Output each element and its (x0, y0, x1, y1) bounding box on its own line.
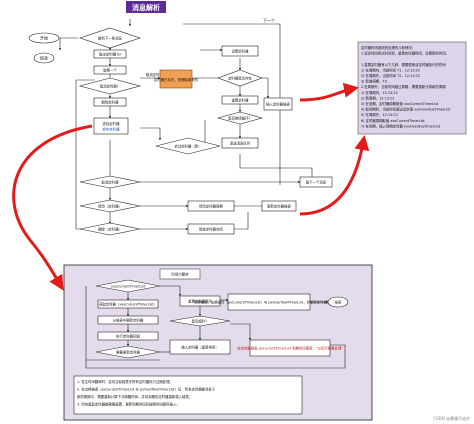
note-line: 1) 在周期内，当前时间 T1，12:13:22 (361, 67, 420, 72)
note-line: 3) 新增周期，T3 (361, 79, 387, 84)
title-block: 消息解析 (126, 1, 166, 13)
next-label: 下一个 (263, 18, 275, 23)
next-msg-box (299, 176, 333, 188)
loop-check-label: 是否继续循环？ (228, 116, 252, 121)
reset-timer-b: 重置定时器时间 (188, 299, 212, 304)
hit-timer-label: 命中定时器 (103, 127, 121, 132)
orange-note-label: 定时器已存在，则删除原来的 (154, 77, 199, 82)
note-line: 2) 在周期外，当前时间 T2，12:13:22 (361, 73, 420, 78)
modify-decision (79, 199, 141, 213)
mod-timer-box (187, 200, 235, 212)
note-line: 3) 在到期，定时器周期取值 xxxCurrentTimerList (361, 101, 439, 106)
reset-timer-label: 重置定时器 (232, 98, 250, 103)
red-arrow-top (299, 82, 359, 102)
del-timer-label: 释放定时器空间 (199, 227, 223, 232)
send-msg-label: 发送消息队列 (230, 141, 251, 146)
end-node (33, 52, 55, 64)
mod-timer-label: 修改定时器周期 (199, 204, 223, 209)
delete-timer-box (93, 97, 127, 107)
parse-next-decision (79, 27, 141, 49)
bottom-panel: 时间片翻转 xxxCurrentTimerList 获取定时器（xxxCurre… (63, 264, 373, 421)
remove-timer: 从链表中删除定时器 (113, 318, 144, 323)
insert-list-label: 插入定时器链表 (266, 102, 290, 107)
find-timer-label: 查找定时器 (103, 121, 121, 126)
reset-timer-box (221, 95, 259, 105)
start-node (28, 32, 60, 44)
start-node-label: 开始 (40, 35, 48, 41)
fetch-first-box (93, 65, 127, 75)
fetch-first-label: 取第一个 (103, 68, 117, 73)
switch-list: 切换链表，交换指针（pxCurrentTimerList）与 pxOverflo… (194, 300, 344, 305)
set-timer-label: 设置定时器 (232, 49, 250, 54)
fetch-timer-box (93, 49, 127, 59)
cancel-timer-decision (79, 175, 141, 189)
parse-next-label: 解析下一条消息 (98, 36, 122, 41)
cancel-check-label: 取消定时器？ (100, 84, 120, 89)
panel-title: 时间片翻转 (172, 272, 190, 277)
find-timer-box (93, 117, 129, 135)
end-node-label: 结束 (40, 55, 48, 61)
need-update: 需要更新定时器 (116, 350, 140, 355)
note-line: 1.设定时间到达时间到，重置定时器时间，设置新的时间。 (361, 51, 449, 56)
delete-timer-label: 删除定时器 (102, 100, 120, 105)
title-text: 消息解析 (132, 3, 160, 12)
modify-label: 修改（定时器） (98, 204, 122, 209)
fetch-timer-label: 取出定时器 ID (99, 52, 121, 57)
receive-msg-label: 启动定时器（新） (174, 144, 201, 149)
timer-exists-label: 定时器是否存在 (228, 76, 252, 81)
note-line: 1.重置定时器有以下几种，需要更新该定时器执行的时间 (361, 62, 446, 67)
bottom-note-line: 2. 在交换链表（pxCurrentTimerList 与 pxOverflow… (77, 387, 216, 392)
timer-list-label: xxxCurrentTimerList (111, 285, 146, 289)
note-line: 6) 定时器周期取值 xxxCurrentTimerList (361, 118, 425, 123)
delete-decision (79, 222, 141, 236)
receive-msg-decision (155, 137, 221, 155)
cancel-label: 取消定时器 (146, 72, 164, 77)
send-msg-box (221, 137, 259, 149)
bottom-note-line: 3. 所有重复定时器都需要重置，更新到期时间后按照时间顺序插入。 (77, 402, 180, 407)
watermark: CSDN @暴躁不退步 (433, 415, 470, 421)
del-timer-box (187, 223, 235, 235)
execute-timer: 执行定时器回调 (116, 334, 140, 339)
cancel-timer-decision-label: 取消定时器 (102, 180, 120, 185)
insert-list-b: 插入定时器（重新排序） (181, 345, 218, 350)
delete-label: 删除（定时器） (98, 227, 122, 232)
note-line: 定时器时间更新的处理有几种情况： (361, 45, 415, 50)
timer-exists-decision (217, 69, 263, 87)
next-msg-label: 取下一个消息 (306, 180, 327, 185)
red-arrow-mid (299, 135, 370, 216)
note-box: 定时器时间更新的处理有几种情况：1.设定时间到达时间到，重置定时器时间，设置新的… (357, 41, 467, 135)
note-line: 7) 在到期，插入到期定时器 xxxOverdueTimerList (361, 123, 441, 128)
done-note: 在定时器链表 pxCurrentTimerList 到期时间更新，"以后不需要处… (237, 346, 343, 351)
note-line: 1) 在周期内，12:13:22 (361, 90, 398, 95)
note-line: 5) 在周期外，12:13:22 (361, 112, 398, 117)
loop-check-decision (216, 111, 264, 125)
note-line: 2.在周期外，当前时间超过周期，需要重新计算新的周期 (361, 84, 446, 89)
cancel-check-decision (78, 77, 142, 95)
end-node-b: 结束 (335, 300, 342, 305)
note-line: 4) 取到期时，当前时间超过设定值 xxxOverdueTimerList (361, 107, 451, 112)
bottom-note-line: 1. 发生时间翻转时，会将当前链表中所有定时器执行过期处理。 (77, 379, 173, 384)
insert-list-box (263, 97, 293, 111)
red-arrow-left (12, 124, 93, 291)
set-timer-box (221, 45, 259, 57)
update-list-label: 更新定时器链表 (267, 204, 291, 209)
get-list-node: 获取定时器（xxxCurrentTimerList） (99, 302, 157, 307)
bottom-note-line: 新的周期中，需要重新计算下次唤醒时间，并将到期的定时器重新插入链表。 (77, 394, 192, 399)
note-line: 2) 新周期，12:13:22 (361, 95, 394, 100)
compare-label: 是否超时？ (192, 319, 209, 324)
orange-note-box (159, 69, 193, 89)
update-list-box (261, 200, 297, 212)
top-flow-connectors (58, 19, 313, 231)
